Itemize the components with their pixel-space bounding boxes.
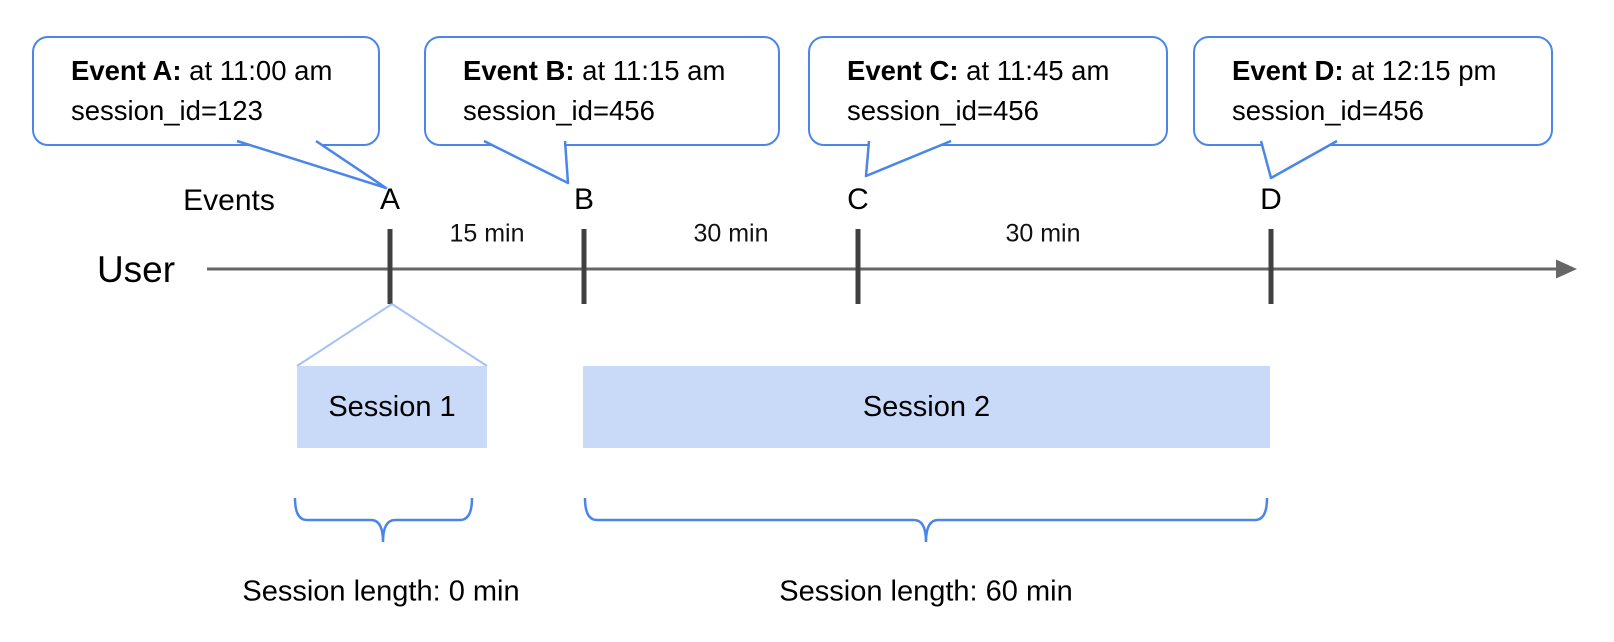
event-c-callout-tail-icon bbox=[864, 139, 952, 178]
event-b-callout-tail-icon bbox=[483, 139, 570, 185]
event-d-callout: Event D: at 12:15 pm session_id=456 bbox=[1193, 36, 1553, 146]
event-b-callout-title: Event B: bbox=[463, 55, 575, 86]
event-marker-d: D bbox=[1260, 183, 1282, 216]
session1-brace bbox=[293, 497, 474, 543]
session1-length-label: Session length: 0 min bbox=[242, 575, 520, 608]
event-b-callout-session-id: session_id=456 bbox=[463, 95, 655, 126]
session2-brace bbox=[583, 497, 1269, 543]
event-a-callout-tail-icon bbox=[236, 139, 388, 190]
event-b-callout: Event B: at 11:15 am session_id=456 bbox=[424, 36, 780, 146]
session1-box: Session 1 bbox=[297, 366, 487, 448]
event-a-callout: Event A: at 11:00 am session_id=123 bbox=[32, 36, 380, 146]
event-marker-c: C bbox=[847, 183, 869, 216]
timeline-arrowhead-icon bbox=[1556, 259, 1577, 279]
session2-length-label: Session length: 60 min bbox=[779, 575, 1073, 608]
gap-label-a-b: 15 min bbox=[449, 219, 525, 248]
session1-box-label: Session 1 bbox=[328, 390, 456, 423]
event-a-callout-session-id: session_id=123 bbox=[71, 95, 263, 126]
session1-connector-left bbox=[296, 303, 393, 367]
event-c-callout-time: at 11:45 am bbox=[958, 55, 1110, 86]
session2-box: Session 2 bbox=[583, 366, 1270, 448]
event-d-callout-title: Event D: bbox=[1232, 55, 1344, 86]
event-d-callout-tail-icon bbox=[1259, 139, 1338, 180]
user-axis-label: User bbox=[96, 249, 176, 290]
event-c-callout-title: Event C: bbox=[847, 55, 959, 86]
event-c-callout: Event C: at 11:45 am session_id=456 bbox=[808, 36, 1168, 146]
gap-label-c-d: 30 min bbox=[1005, 219, 1081, 248]
event-a-callout-time: at 11:00 am bbox=[181, 55, 333, 86]
session2-box-label: Session 2 bbox=[862, 390, 991, 423]
events-axis-label: Events bbox=[183, 184, 275, 217]
gap-label-b-c: 30 min bbox=[693, 219, 769, 248]
event-marker-a: A bbox=[379, 183, 401, 216]
event-a-callout-title: Event A: bbox=[71, 55, 182, 86]
event-c-callout-session-id: session_id=456 bbox=[847, 95, 1039, 126]
session1-connector-right bbox=[391, 303, 488, 367]
event-b-callout-time: at 11:15 am bbox=[574, 55, 726, 86]
event-marker-b: B bbox=[573, 183, 595, 216]
event-d-callout-time: at 12:15 pm bbox=[1343, 55, 1497, 86]
event-d-callout-session-id: session_id=456 bbox=[1232, 95, 1424, 126]
